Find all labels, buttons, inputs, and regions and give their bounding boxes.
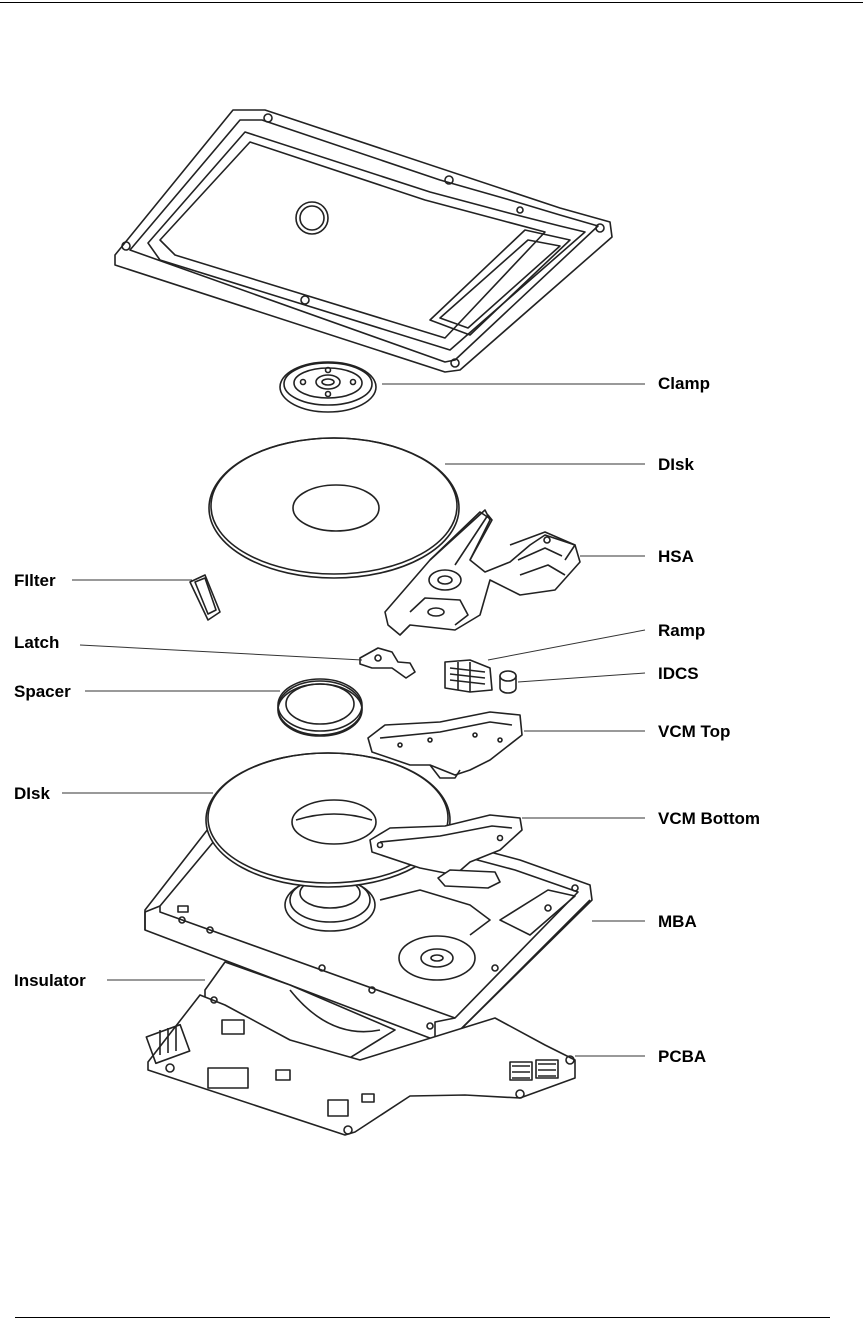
vcm-top-label: VCM Top xyxy=(658,722,731,741)
footer-rule xyxy=(15,1317,830,1318)
latch-leader-line xyxy=(79,644,363,661)
top-disk xyxy=(208,437,460,579)
pcba-part xyxy=(145,994,576,1136)
filter-label: FIlter xyxy=(14,571,56,590)
latch-part xyxy=(359,647,416,679)
spacer-label: Spacer xyxy=(14,682,71,701)
insulator-label: Insulator xyxy=(14,971,86,990)
top-cover xyxy=(114,109,613,373)
vcm-top-part xyxy=(367,711,523,779)
bottom-disk xyxy=(205,752,451,888)
hsa-part xyxy=(384,509,581,636)
pcba-label: PCBA xyxy=(658,1047,707,1066)
ramp-part xyxy=(444,659,493,693)
spacer-part xyxy=(277,678,363,737)
vcm-bottom-part xyxy=(369,814,523,889)
mba-label: MBA xyxy=(658,912,697,931)
clamp-label: Clamp xyxy=(658,374,710,393)
idcs-part xyxy=(499,670,517,694)
ramp-label: Ramp xyxy=(658,621,706,640)
disk-top-label: DIsk xyxy=(658,455,694,474)
vcm-bottom-label: VCM Bottom xyxy=(658,809,760,828)
leader-lines xyxy=(62,383,646,1057)
ramp-leader-line xyxy=(487,629,646,661)
idcs-label: IDCS xyxy=(658,664,699,683)
latch-label: Latch xyxy=(14,633,60,652)
hsa-label: HSA xyxy=(658,547,694,566)
header-rule xyxy=(0,2,863,3)
clamp-part xyxy=(279,361,377,413)
filter-part xyxy=(189,574,221,621)
disk-bottom-label: DIsk xyxy=(14,784,50,803)
idcs-leader-line xyxy=(517,672,646,683)
